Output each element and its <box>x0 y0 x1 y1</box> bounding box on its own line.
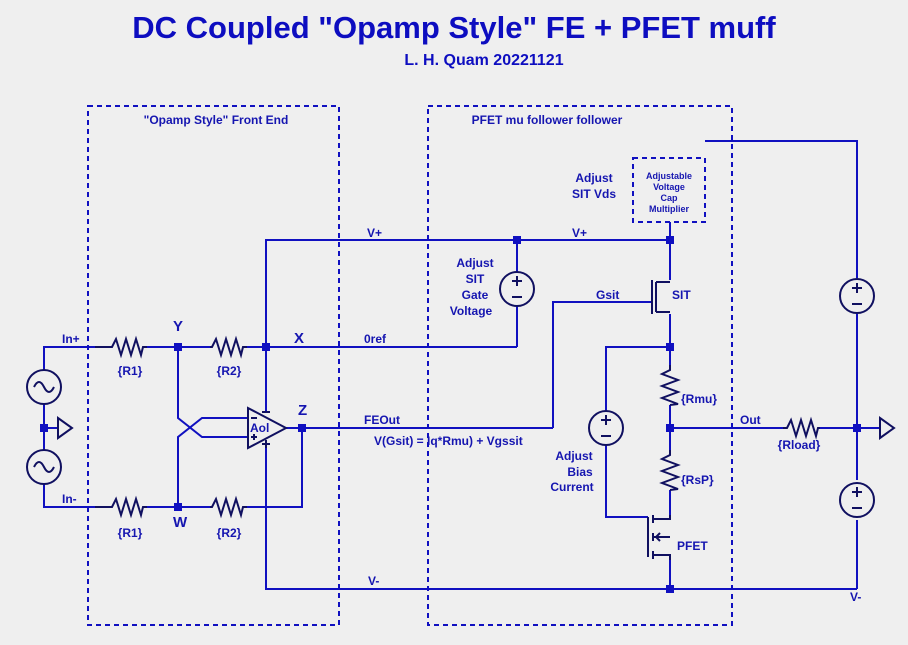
resistor-r1-bottom <box>95 495 147 519</box>
label-pfet: PFET <box>677 539 708 553</box>
svg-text:Bias: Bias <box>567 465 593 479</box>
net-vminus-right: V- <box>850 590 861 604</box>
dc-source-vplus-supply <box>839 278 875 314</box>
svg-text:Adjustable: Adjustable <box>646 171 692 181</box>
net-feout: FEOut <box>364 413 400 427</box>
label-r1-bottom: {R1} <box>118 526 143 540</box>
svg-text:SIT: SIT <box>466 272 485 286</box>
dc-source-sit-gate <box>499 271 535 307</box>
pfet-transistor <box>647 515 671 560</box>
front-end-label: "Opamp Style" Front End <box>144 113 289 127</box>
svg-text:Cap: Cap <box>660 193 678 203</box>
svg-text:Gate: Gate <box>462 288 489 302</box>
node-w: W <box>173 514 188 531</box>
svg-text:Multiplier: Multiplier <box>649 204 689 214</box>
page-title: DC Coupled "Opamp Style" FE + PFET muff <box>132 10 776 45</box>
label-r1-top: {R1} <box>118 364 143 378</box>
label-sit: SIT <box>672 288 691 302</box>
svg-text:Adjust: Adjust <box>575 171 612 185</box>
label-opamp: Aol <box>250 421 269 435</box>
follower-label: PFET mu follower follower <box>472 113 623 127</box>
dc-source-bias <box>588 410 624 446</box>
resistor-r2-top <box>210 335 247 359</box>
annotation-adjust-gate: Adjust SIT Gate Voltage <box>450 256 494 318</box>
node-x: X <box>294 330 304 347</box>
annotation-adjust-bias: Adjust Bias Current <box>550 449 593 494</box>
svg-text:Voltage: Voltage <box>653 182 685 192</box>
node-z: Z <box>298 402 307 419</box>
node-y: Y <box>173 318 183 335</box>
svg-text:SIT Vds: SIT Vds <box>572 187 616 201</box>
front-end-box <box>87 105 340 626</box>
annotation-adjust-sit-vds: Adjust SIT Vds <box>572 171 616 201</box>
svg-text:Adjust: Adjust <box>456 256 493 270</box>
sit-transistor <box>651 280 670 314</box>
resistor-rload <box>783 416 820 440</box>
wires <box>43 140 880 590</box>
net-vplus-right: V+ <box>572 226 587 240</box>
resistor-r1-top <box>95 335 147 359</box>
svg-text:Current: Current <box>550 480 593 494</box>
net-gsit: Gsit <box>596 288 619 302</box>
label-rload: {Rload} <box>778 438 821 452</box>
svg-text:Voltage: Voltage <box>450 304 493 318</box>
follower-box <box>427 105 733 626</box>
label-r2-bottom: {R2} <box>217 526 242 540</box>
resistor-r2-bottom <box>210 495 247 519</box>
cap-multiplier-label: Adjustable Voltage Cap Multiplier <box>646 171 692 214</box>
opamp-aol <box>247 406 289 450</box>
net-vminus: V- <box>368 574 379 588</box>
label-rsp: {RsP} <box>681 473 714 487</box>
label-rmu: {Rmu} <box>681 392 717 406</box>
net-in-minus: In- <box>62 492 77 506</box>
ground-symbol-right <box>879 416 896 440</box>
net-out: Out <box>740 413 761 427</box>
junctions <box>40 236 861 593</box>
net-vplus-left: V+ <box>367 226 382 240</box>
net-in-plus: In+ <box>62 332 80 346</box>
author-date: L. H. Quam 20221121 <box>404 52 564 69</box>
label-r2-top: {R2} <box>217 364 242 378</box>
resistor-rmu <box>659 365 681 406</box>
ground-symbol-left <box>57 416 74 440</box>
net-0ref: 0ref <box>364 332 387 346</box>
resistor-rsp <box>659 450 681 491</box>
svg-text:Adjust: Adjust <box>555 449 592 463</box>
gate-equation: V(Gsit) = Iq*Rmu) + Vgssit <box>374 434 523 448</box>
ac-source-in-minus <box>26 449 62 485</box>
dc-source-vminus-supply <box>839 482 875 518</box>
ac-source-in-plus <box>26 369 62 405</box>
